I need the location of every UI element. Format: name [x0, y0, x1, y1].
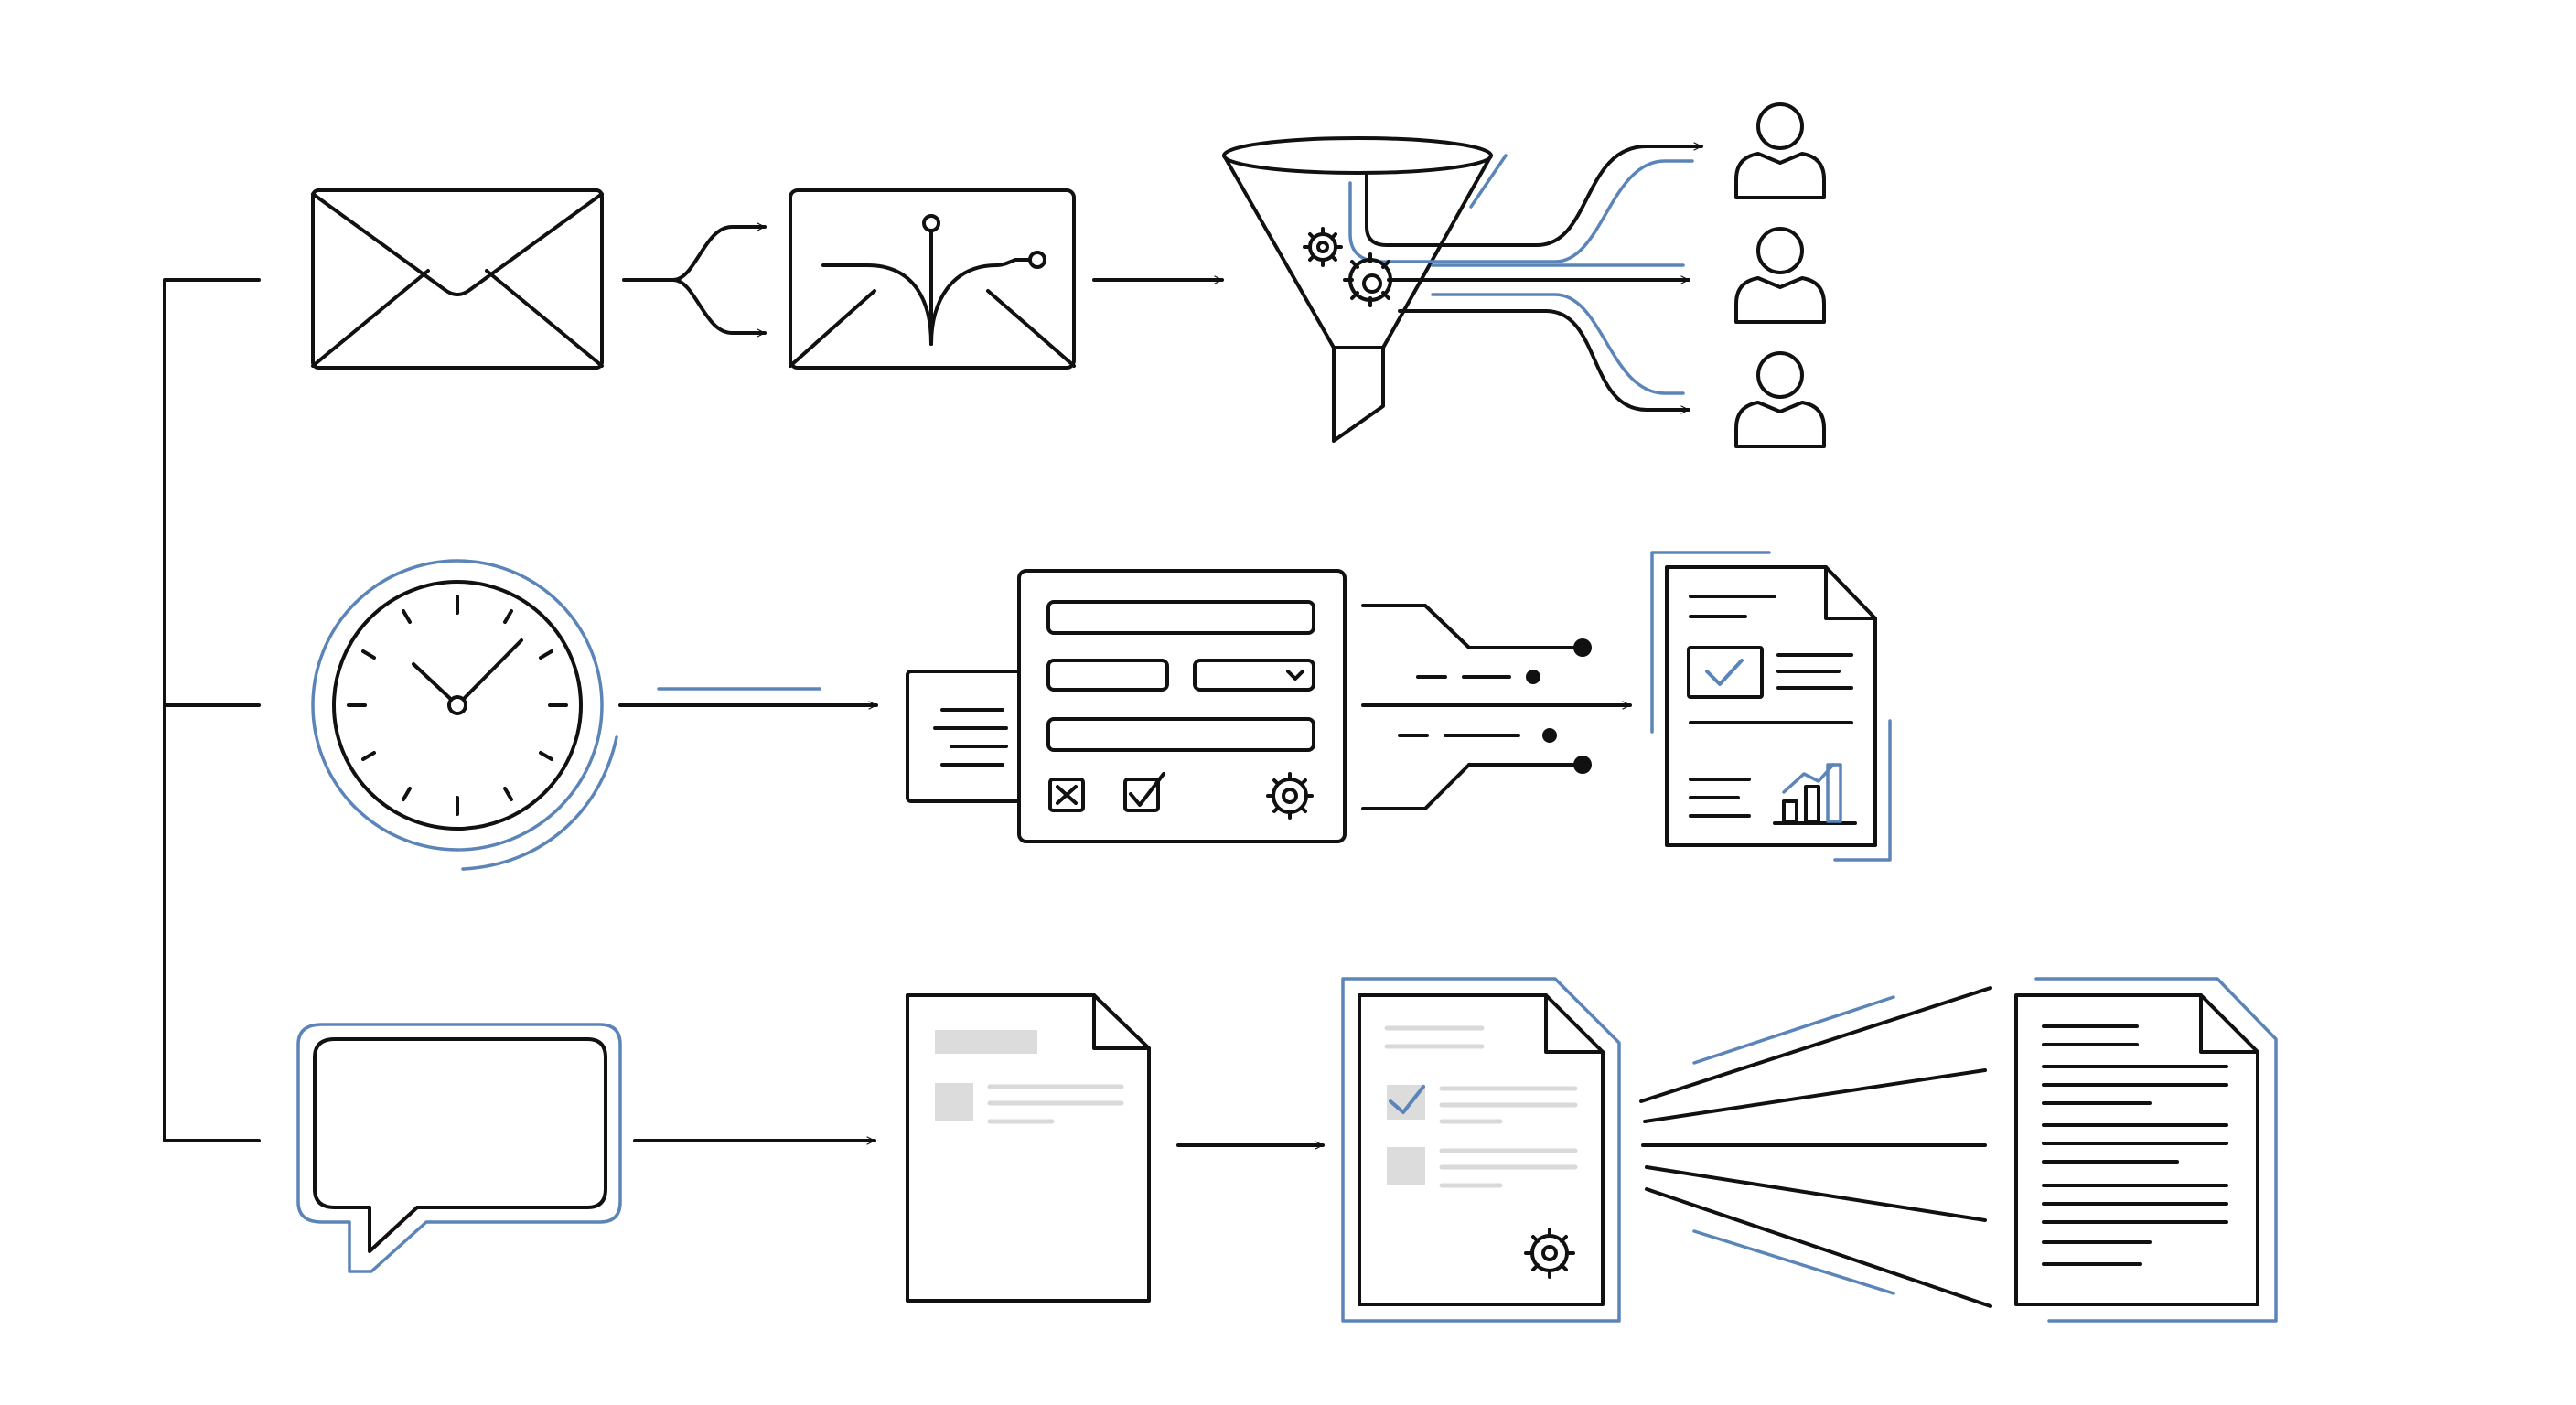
gear-icon — [1266, 772, 1314, 820]
funnel-icon — [1222, 136, 1703, 443]
speech-bubble-icon — [296, 1023, 622, 1273]
gear-icon — [1524, 1228, 1575, 1279]
row-message-document-processing — [296, 977, 2278, 1323]
bar-chart-icon — [1773, 763, 1857, 825]
data-stream — [1361, 604, 1632, 810]
processed-document-icon — [1341, 977, 1621, 1323]
routing-envelope-icon — [789, 188, 1076, 370]
user-icon — [1734, 102, 1826, 199]
clock-icon — [311, 559, 618, 871]
user-icon — [1734, 227, 1826, 324]
radiating-lines — [1639, 986, 1992, 1308]
row-scheduled-form-report — [311, 551, 1892, 871]
template-document-icon — [906, 993, 1151, 1303]
gear-icon — [1343, 252, 1398, 307]
branch-arrow-icon — [622, 222, 767, 338]
text-document-icon — [2014, 977, 2278, 1323]
form-panel-icon — [906, 569, 1347, 843]
trigger-bracket — [163, 278, 261, 1142]
report-document-icon — [1650, 551, 1892, 862]
user-icon — [1734, 351, 1826, 448]
envelope-icon — [311, 188, 604, 370]
gear-icon — [1303, 227, 1343, 267]
checkbox-x-icon — [1048, 778, 1085, 812]
row-email-routing — [311, 102, 1826, 448]
checkbox-check-icon — [1123, 772, 1165, 812]
